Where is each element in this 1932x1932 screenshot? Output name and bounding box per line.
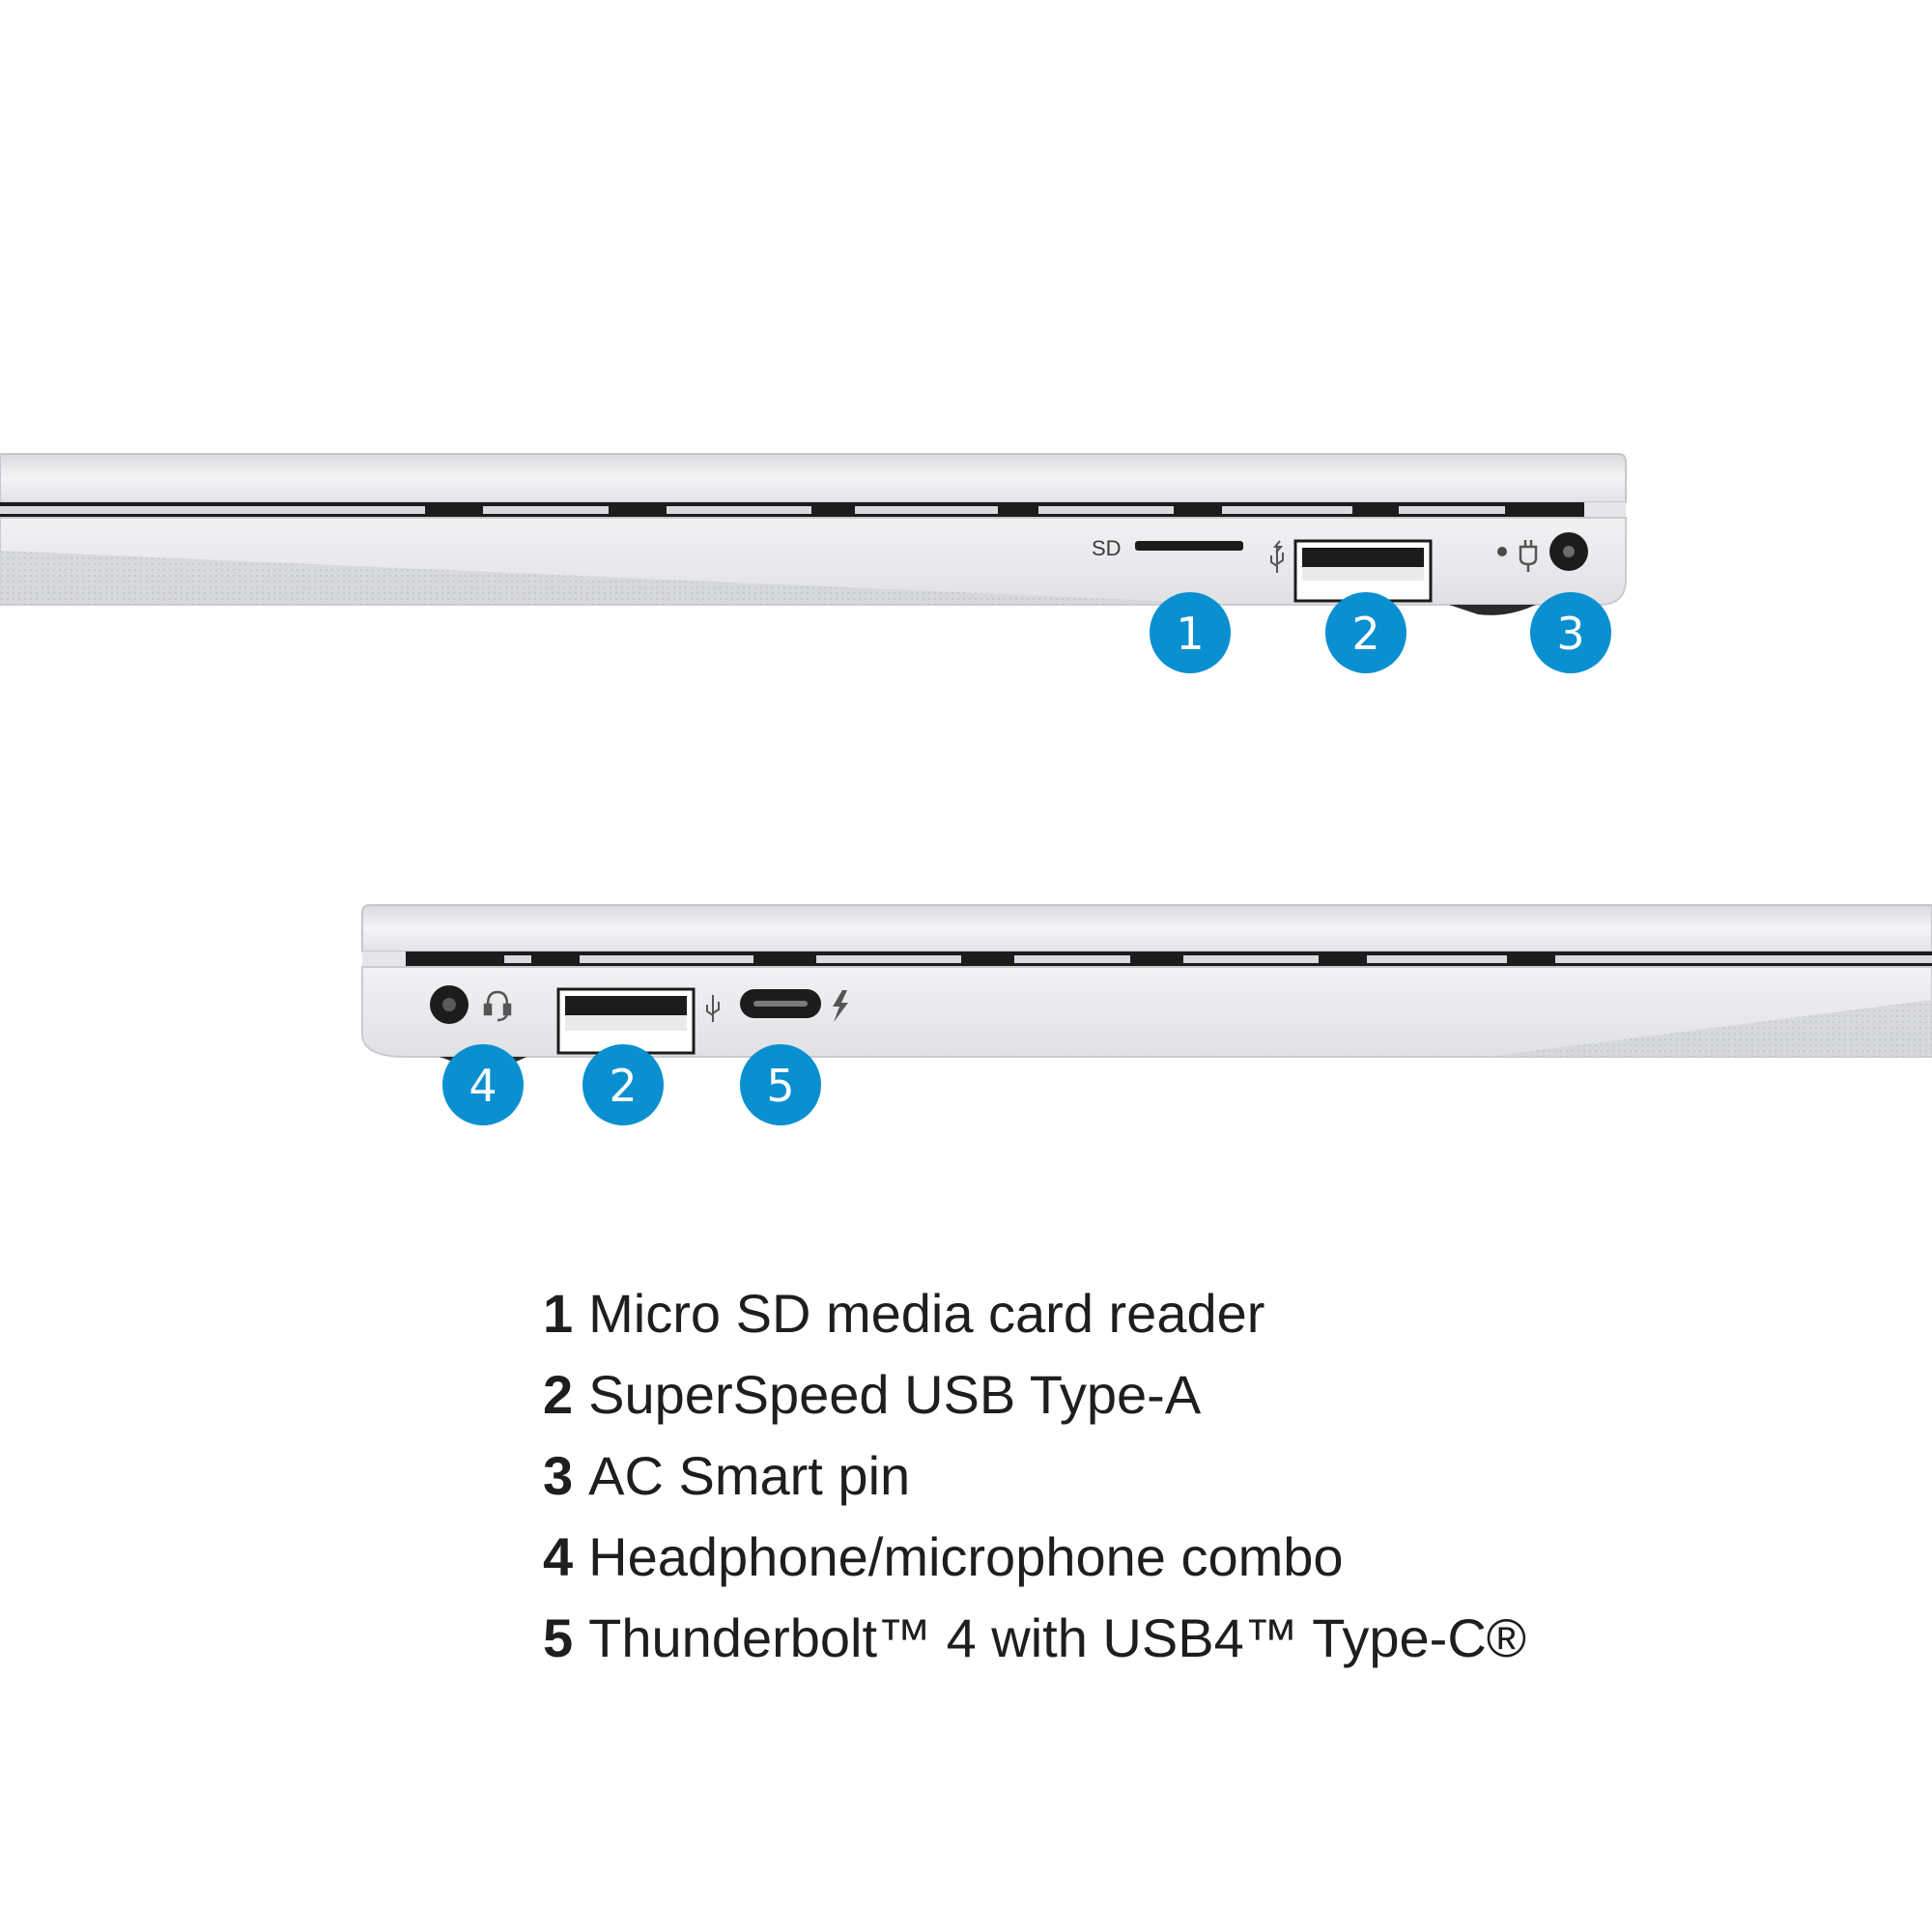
legend-label: AC Smart pin — [588, 1445, 911, 1506]
legend-number: 4 — [543, 1526, 574, 1587]
svg-text:4: 4 — [469, 1060, 497, 1112]
rubber-foot-right — [1449, 605, 1536, 615]
legend-label: SuperSpeed USB Type-A — [588, 1364, 1202, 1425]
badge-2-bottom: 2 — [582, 1044, 664, 1125]
audio-jack-port — [430, 985, 469, 1024]
legend-number: 2 — [543, 1364, 574, 1425]
sd-port-label: SD — [1092, 536, 1122, 560]
headset-icon — [483, 990, 512, 1022]
badge-4-bottom: 4 — [442, 1044, 524, 1125]
hinge-corner-left — [362, 952, 406, 968]
laptop-right-side-view: SD 1 — [0, 453, 1627, 673]
badge-2-top: 2 — [1325, 592, 1406, 673]
legend-label: Thunderbolt™ 4 with USB4™ Type-C® — [588, 1607, 1527, 1668]
badge-5-bottom: 5 — [740, 1044, 821, 1125]
legend-label: Headphone/microphone combo — [588, 1526, 1344, 1587]
speaker-grille-left — [1488, 1000, 1932, 1057]
thunderbolt-usb-c-port — [740, 989, 821, 1018]
badge-3-top: 3 — [1530, 592, 1611, 673]
vent-ribs-left — [504, 955, 1932, 963]
thunderbolt-icon — [833, 990, 848, 1022]
svg-text:2: 2 — [609, 1060, 637, 1112]
legend-number: 3 — [543, 1445, 574, 1506]
usb-a-port-right — [1293, 539, 1433, 603]
laptop-left-side-view: 4 2 5 — [361, 904, 1932, 1125]
vent-ribs-right — [0, 506, 1505, 514]
legend-label: Micro SD media card reader — [588, 1283, 1265, 1344]
speaker-grille-right — [0, 551, 1246, 605]
legend-number: 5 — [543, 1607, 574, 1668]
svg-text:1: 1 — [1176, 608, 1204, 660]
hinge-corner-right — [1584, 502, 1626, 520]
laptop-lid-right — [0, 453, 1627, 503]
power-plug-icon — [1519, 540, 1538, 572]
usb-icon — [1270, 540, 1284, 573]
usb-icon-left — [706, 995, 720, 1022]
charge-led — [1497, 547, 1507, 556]
legend-number: 1 — [543, 1283, 574, 1344]
svg-text:3: 3 — [1556, 608, 1584, 660]
vent-strip-left — [406, 952, 1932, 967]
micro-sd-slot — [1135, 541, 1243, 551]
badge-1-top: 1 — [1150, 592, 1231, 673]
laptop-lid-left — [361, 904, 1932, 952]
svg-text:2: 2 — [1351, 608, 1379, 660]
svg-text:5: 5 — [766, 1060, 794, 1112]
ac-smart-pin-port — [1549, 532, 1588, 571]
usb-a-port-left — [556, 987, 696, 1055]
